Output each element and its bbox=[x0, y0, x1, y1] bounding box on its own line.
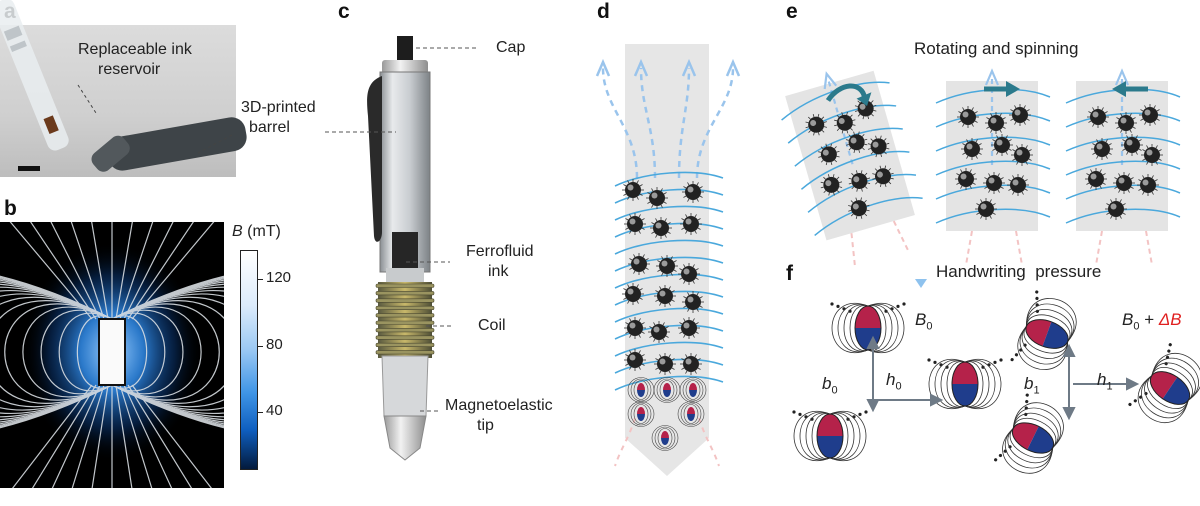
colorbar-tick-40: 40 bbox=[266, 402, 283, 419]
field-bdelta-label: B0 + ΔB bbox=[1122, 310, 1182, 333]
field-b0-label: B0 bbox=[915, 310, 933, 333]
distance-b1-label: b1 bbox=[1024, 374, 1040, 397]
distance-h1-label: h1 bbox=[1097, 370, 1113, 393]
coil-label: Coil bbox=[478, 317, 506, 334]
pen-assembly bbox=[325, 36, 478, 461]
colorbar-tick-120: 120 bbox=[266, 269, 292, 286]
pen-photo-drawing bbox=[0, 0, 247, 172]
printed-barrel bbox=[91, 117, 247, 172]
magnetic-field-map bbox=[0, 222, 224, 488]
rotation-title: Rotating and spinning bbox=[914, 39, 1079, 58]
distance-h0-label: h0 bbox=[886, 370, 902, 393]
ferrofluid-ink bbox=[392, 232, 418, 268]
ferrofluid-label: Ferrofluid ink bbox=[466, 243, 534, 280]
coil bbox=[375, 282, 435, 358]
pressure-legend: Handwriting pressure bbox=[936, 262, 1102, 281]
barrel-label: 3D-printed barrel bbox=[241, 99, 316, 136]
panel-letter-d: d bbox=[597, 0, 610, 23]
colorbar-title: B (mT) bbox=[232, 223, 281, 240]
tip-label: Magnetoelastic tip bbox=[445, 397, 553, 434]
panel-letter-c: c bbox=[338, 0, 350, 23]
ink-reservoir bbox=[0, 0, 69, 151]
colorbar bbox=[240, 250, 258, 470]
field-lines bbox=[0, 222, 224, 488]
dipole-interaction-diagram bbox=[792, 290, 1200, 474]
panel-letter-f: f bbox=[786, 262, 793, 285]
colorbar-tick-80: 80 bbox=[266, 336, 283, 353]
panel-letter-e: e bbox=[786, 0, 798, 23]
panel-letter-b: b bbox=[4, 197, 17, 220]
cap bbox=[397, 36, 413, 62]
cap-label: Cap bbox=[496, 39, 526, 56]
magnetoelastic-tip bbox=[381, 355, 429, 417]
ferrofluid-pen-schematic bbox=[595, 44, 741, 476]
pressure-arrow-icon bbox=[915, 264, 927, 288]
reservoir-label: Replaceable ink reservoir bbox=[78, 41, 192, 78]
distance-arrows-initial bbox=[866, 335, 944, 413]
pen-clip bbox=[367, 76, 382, 242]
scale-bar bbox=[18, 166, 40, 171]
rotation-schematics bbox=[781, 68, 1181, 268]
magnet bbox=[98, 318, 126, 386]
pen-photo bbox=[0, 0, 247, 177]
distance-b0-label: b0 bbox=[822, 374, 838, 397]
distance-arrows-pressed bbox=[1062, 343, 1140, 421]
